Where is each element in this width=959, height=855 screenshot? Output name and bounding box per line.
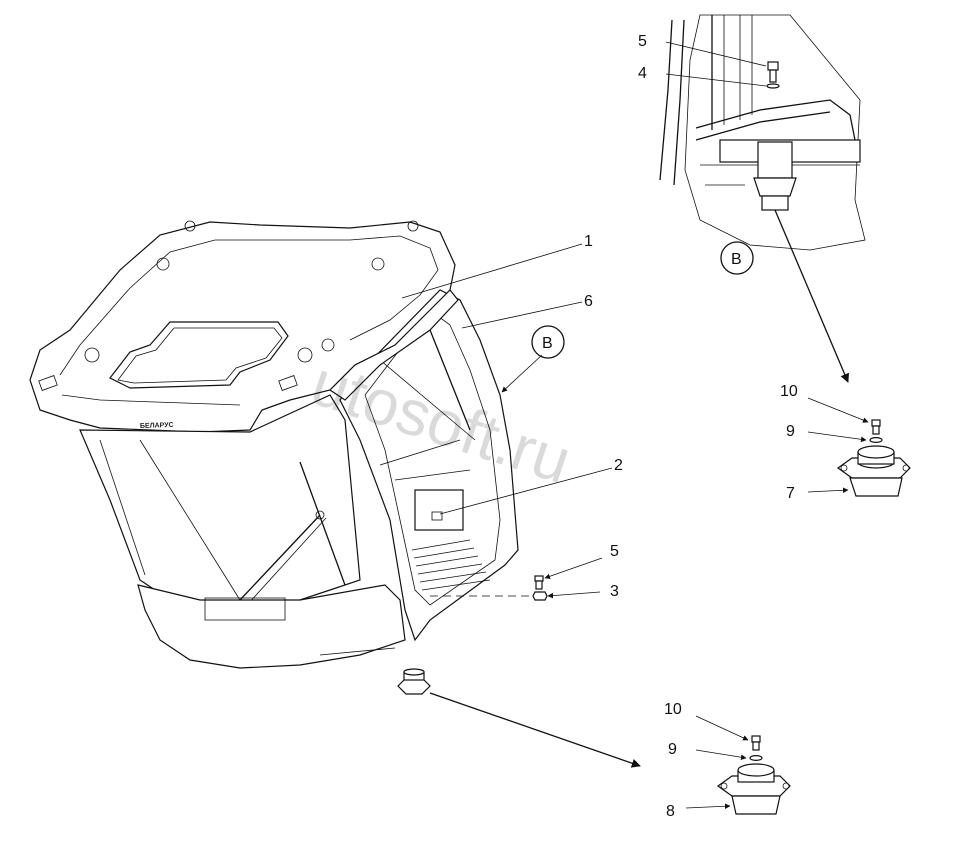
- door-bolt-set: [430, 575, 548, 601]
- rear-wiper-arm: [239, 514, 321, 601]
- floor-grille: [411, 539, 491, 591]
- view-marker-b-main: B: [542, 335, 553, 352]
- detail-to-mount-arrow: [774, 209, 849, 383]
- leader-1: [401, 243, 583, 299]
- mount-8-group: 10 9 8: [664, 701, 791, 820]
- cab-to-mount8-arrow: [429, 692, 641, 768]
- leader-5-main: [544, 557, 603, 579]
- view-marker-circle-main: [531, 325, 565, 359]
- cab-main-view: БЕЛАРУС: [29, 220, 641, 768]
- view-marker-b-detail: B: [731, 251, 742, 268]
- callout-7: 7: [786, 485, 795, 502]
- mount-7-group: 10 9 7: [780, 383, 911, 502]
- callout-10-lower: 10: [664, 701, 682, 718]
- callout-10-upper: 10: [780, 383, 798, 400]
- leader-2: [439, 467, 613, 515]
- callout-9-upper: 9: [786, 423, 795, 440]
- callout-9-lower: 9: [668, 741, 677, 758]
- rear-wiper-blade: [299, 461, 346, 586]
- leader-3: [547, 591, 601, 599]
- detail-view-b: 5 4 B: [638, 14, 866, 383]
- brand-label: БЕЛАРУС: [140, 422, 174, 430]
- callout-6: 6: [584, 293, 593, 310]
- callout-8: 8: [666, 803, 675, 820]
- cab-rear-panel: [79, 394, 361, 611]
- view-marker-circle-detail: [720, 241, 754, 275]
- roof-hatch: [109, 321, 289, 389]
- leader-6: [461, 301, 583, 329]
- callout-5-main: 5: [610, 543, 619, 560]
- callout-3: 3: [610, 583, 619, 600]
- callout-1: 1: [584, 233, 593, 250]
- callout-5-detail: 5: [638, 33, 647, 50]
- callout-4-detail: 4: [638, 65, 647, 82]
- callout-2: 2: [614, 457, 623, 474]
- leader-b-main: [501, 354, 543, 393]
